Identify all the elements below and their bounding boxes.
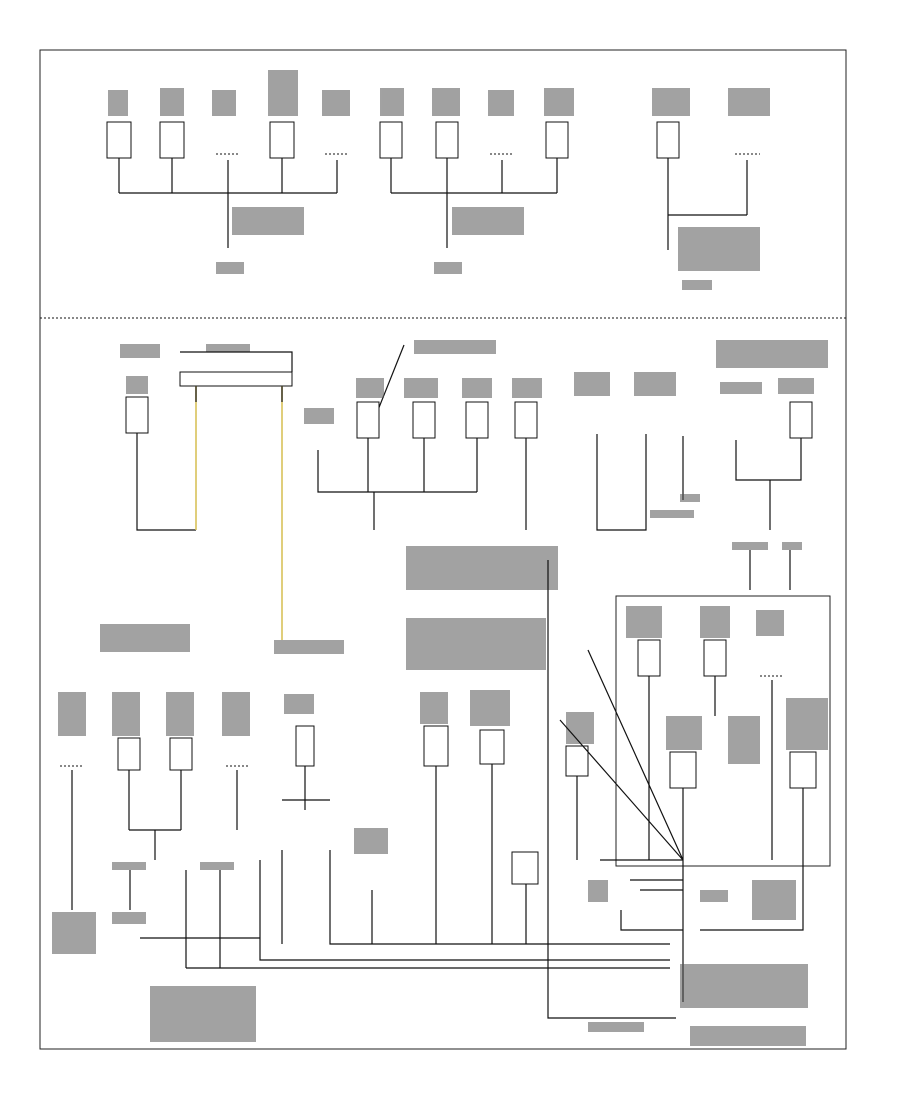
component-label-blocks: [108, 70, 350, 116]
diagram-frame: [39, 49, 847, 1050]
lower-left-component-group: [52, 624, 670, 1042]
top-right-component-group: [652, 88, 770, 290]
lower-center-component-group: [354, 618, 546, 944]
middle-right-component-group: [574, 340, 828, 590]
middle-left-component-group: [120, 344, 344, 654]
ground-convergence-lines: [547, 560, 808, 1046]
component-box: [269, 121, 295, 159]
component-label-blocks: [380, 88, 574, 116]
top-center-component-group: [379, 88, 574, 274]
middle-center-component-group: [304, 340, 558, 590]
module-box: [179, 371, 293, 387]
lower-right-component-group: [565, 595, 831, 1002]
top-left-component-group: [106, 70, 350, 274]
component-box: [106, 121, 132, 159]
component-box: [159, 121, 185, 159]
